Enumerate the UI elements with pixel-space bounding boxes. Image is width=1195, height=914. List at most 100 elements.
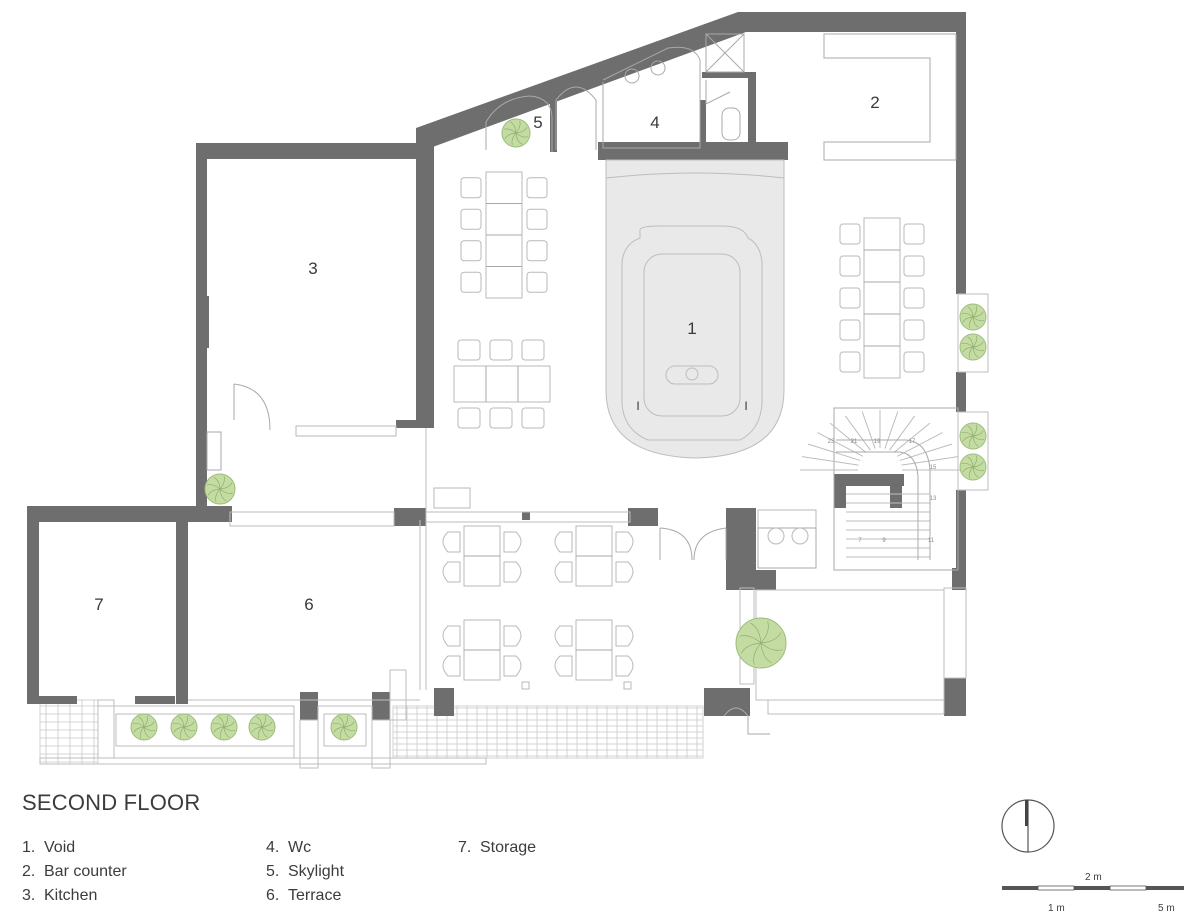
arch-niche (723, 707, 770, 735)
arch-column (555, 86, 597, 150)
room-label-3: 3 (308, 259, 317, 278)
sideboard (433, 487, 471, 509)
chair (489, 407, 513, 429)
svg-text:13: 13 (930, 496, 937, 502)
chair (503, 625, 522, 647)
scale-label-2m: 2 m (1085, 872, 1102, 883)
trees (130, 118, 987, 741)
scale-label-1m: 1 m (1048, 903, 1065, 914)
chair (839, 319, 861, 341)
chair (442, 625, 461, 647)
terrace-rail (229, 511, 395, 527)
bar-counter (823, 33, 957, 161)
legend-item: 5.Skylight (266, 863, 345, 880)
legend-item: 7.Storage (458, 839, 537, 856)
kitchen-counter (295, 425, 397, 437)
room-label-2: 2 (870, 93, 879, 112)
bar-top (757, 509, 817, 529)
svg-text:23: 23 (828, 439, 835, 445)
svg-text:I: I (636, 399, 639, 413)
legend-column-2: 4.Wc 5.Skylight 6.Terrace (266, 836, 344, 908)
chair (460, 240, 482, 262)
chair (460, 208, 482, 230)
north-arrow-and-scale (1001, 799, 1184, 891)
scale-bar (1002, 885, 1184, 891)
chair (526, 177, 548, 199)
chair (839, 223, 861, 245)
chair (839, 287, 861, 309)
svg-text:7: 7 (858, 538, 862, 544)
dining-table (453, 365, 551, 403)
chair (554, 625, 573, 647)
chair (554, 655, 573, 677)
kitchen-door (233, 383, 271, 431)
dining-table (863, 217, 901, 379)
chair (526, 208, 548, 230)
chair (903, 319, 925, 341)
scale-label-5m: 5 m (1158, 903, 1175, 914)
legend-item: 3.Kitchen (22, 887, 98, 904)
chair (521, 407, 545, 429)
facade-planter-1 (957, 293, 989, 373)
shaft (705, 33, 745, 73)
furniture (442, 171, 925, 690)
chair (521, 339, 545, 361)
chair (839, 351, 861, 373)
legend-item: 4.Wc (266, 839, 312, 856)
chair (460, 271, 482, 293)
room-label-1: 1 (687, 319, 696, 338)
svg-text:9: 9 (882, 538, 886, 544)
chair (460, 177, 482, 199)
svg-text:17: 17 (909, 439, 916, 445)
chair (903, 287, 925, 309)
skylight-outline (485, 95, 553, 152)
chair (839, 255, 861, 277)
walls (27, 12, 966, 720)
legend-item: 1.Void (22, 839, 76, 856)
chair (554, 531, 573, 553)
chair (526, 240, 548, 262)
chair (503, 531, 522, 553)
svg-text:I: I (744, 399, 747, 413)
chair (457, 407, 481, 429)
chair (615, 625, 634, 647)
plan-title: SECOND FLOOR (22, 790, 201, 815)
chair (554, 561, 573, 583)
chair (457, 339, 481, 361)
chair (503, 655, 522, 677)
entrance-doors (659, 527, 727, 561)
kitchen-shelf (206, 431, 222, 471)
chair (903, 255, 925, 277)
room-label-4: 4 (650, 113, 659, 132)
svg-text:15: 15 (930, 465, 937, 471)
chair (615, 561, 634, 583)
chair (442, 531, 461, 553)
legend-item: 6.Terrace (266, 887, 342, 904)
staircase (800, 407, 960, 571)
chair (503, 561, 522, 583)
room-label-7: 7 (94, 595, 103, 614)
legend-column-3: 7.Storage (458, 836, 536, 860)
floor-plan: I I 1 2 3 4 5 6 (27, 12, 989, 769)
chair (903, 351, 925, 373)
svg-text:21: 21 (851, 439, 858, 445)
legend-item: 2.Bar counter (22, 863, 127, 880)
chair (526, 271, 548, 293)
chair (489, 339, 513, 361)
room-label-6: 6 (304, 595, 313, 614)
toilet (721, 107, 741, 141)
legend-column-1: 1.Void 2.Bar counter 3.Kitchen (22, 836, 127, 908)
chair (903, 223, 925, 245)
chair (442, 655, 461, 677)
void-area: I I (605, 159, 785, 459)
wc-outline (602, 46, 701, 149)
wc-door (705, 80, 731, 105)
stair-numbers: 23 21 19 17 15 13 11 9 7 (828, 439, 937, 544)
chair (615, 655, 634, 677)
svg-text:19: 19 (874, 439, 881, 445)
facade-planter-2 (957, 411, 989, 491)
svg-text:11: 11 (928, 538, 935, 544)
chair (442, 561, 461, 583)
room-label-5: 5 (533, 113, 542, 132)
chair (615, 531, 634, 553)
